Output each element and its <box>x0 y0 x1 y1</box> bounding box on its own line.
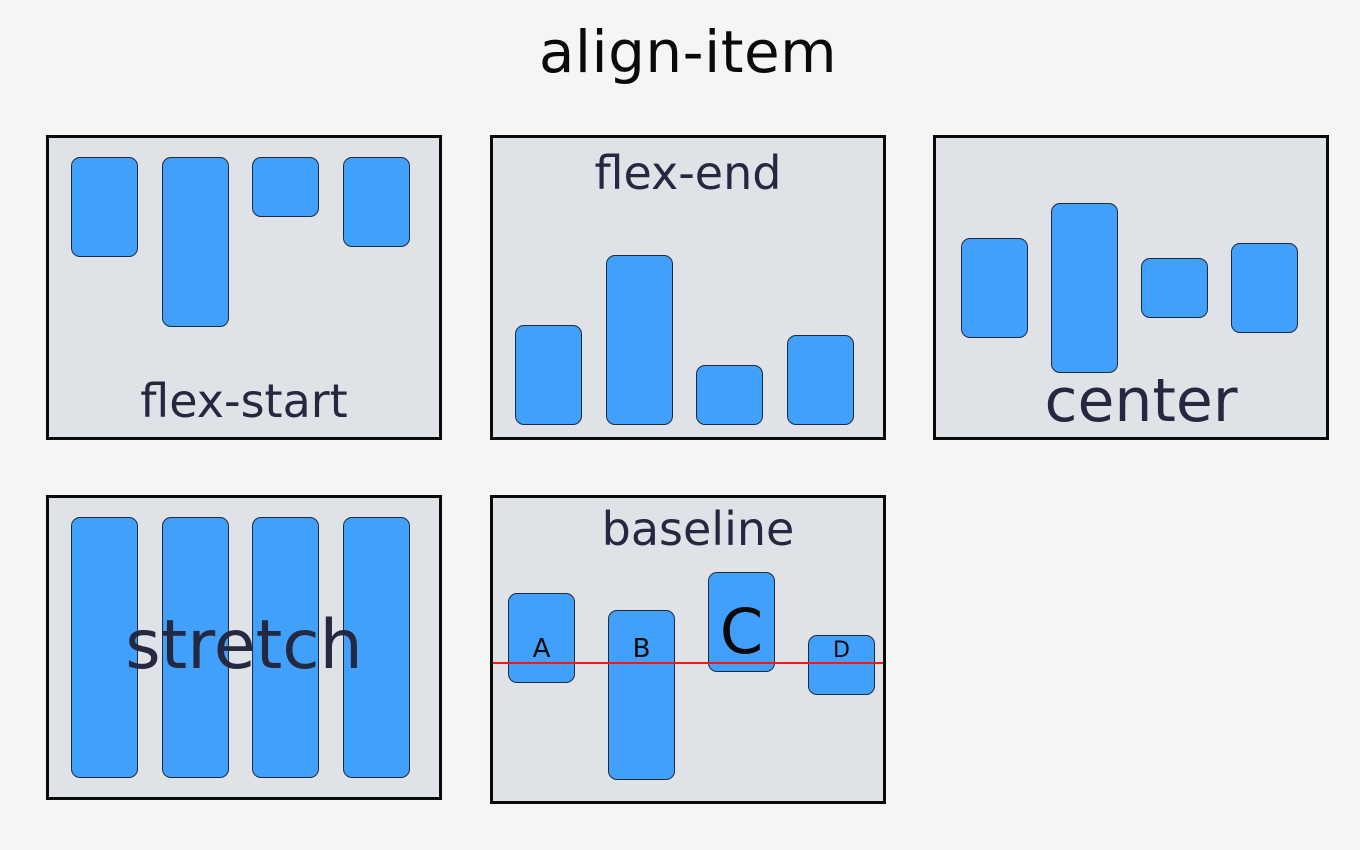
baseline-item-d: D <box>808 635 875 695</box>
flex-item-4 <box>787 335 854 425</box>
flex-item-3 <box>252 157 319 217</box>
flex-item-3 <box>252 517 319 778</box>
baseline-item-c-letter: C <box>719 595 764 668</box>
baseline-red-line <box>493 662 883 664</box>
flex-item-2 <box>162 517 229 778</box>
flex-item-3 <box>1141 258 1208 318</box>
flex-item-2 <box>162 157 229 327</box>
baseline-item-c: C <box>708 572 775 672</box>
flex-item-4 <box>343 517 410 778</box>
flex-item-1 <box>961 238 1028 338</box>
baseline-item-b-letter: B <box>632 634 651 664</box>
panel-baseline: baseline A B C D <box>490 495 886 804</box>
panel-label-center: center <box>1044 366 1238 436</box>
flex-item-3 <box>696 365 763 425</box>
panel-label-stretch: stretch <box>125 606 363 685</box>
panel-flex-end: flex-end <box>490 135 886 440</box>
baseline-item-b: B <box>608 610 675 780</box>
flex-item-1 <box>71 517 138 778</box>
panel-flex-start: flex-start <box>46 135 442 440</box>
baseline-item-d-letter: D <box>833 638 850 663</box>
flex-item-1 <box>515 325 582 425</box>
flex-item-4 <box>343 157 410 247</box>
panel-center: center <box>933 135 1329 440</box>
diagram-title: align-item <box>538 18 838 86</box>
baseline-item-a: A <box>508 593 575 683</box>
panel-label-flex-start: flex-start <box>140 374 348 428</box>
flex-item-2 <box>1051 203 1118 373</box>
panel-label-flex-end: flex-end <box>594 146 782 200</box>
flex-item-1 <box>71 157 138 257</box>
flex-item-2 <box>606 255 673 425</box>
panel-label-baseline: baseline <box>601 502 795 556</box>
panel-stretch: stretch <box>46 495 442 800</box>
flex-item-4 <box>1231 243 1298 333</box>
baseline-item-a-letter: A <box>532 634 551 664</box>
